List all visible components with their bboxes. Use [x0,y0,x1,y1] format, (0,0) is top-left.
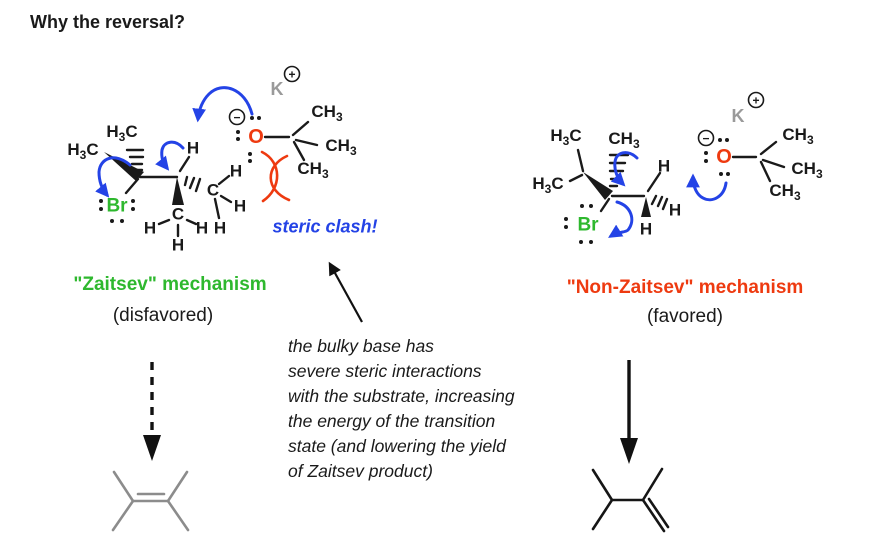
left-substrate-skeleton [104,148,233,238]
left-base-skeleton [263,120,319,162]
atom-label-ch3: CH3 [782,125,814,147]
right-potassium-plus-charge: + [747,91,765,109]
atom-label-h-right: H [668,200,682,220]
explanation-line: the energy of the transition [288,411,496,431]
atom-label-h: H [195,218,209,238]
right-bromine-lone-pair-dots [564,204,593,244]
page-title: Why the reversal? [30,12,186,32]
arrow-base-to-proton-right [686,173,728,202]
arrow-base-to-proton-left [192,86,254,123]
atom-label-k-right: K [731,106,745,126]
atom-label-k-left: K [270,79,284,99]
explanation-text: the bulky base has severe steric interac… [288,334,515,484]
svg-text:+: + [752,94,759,108]
non-zaitsev-product-structure [591,467,670,533]
non-zaitsev-favorability-label: (favored) [646,306,724,327]
zaitsev-mechanism-label: "Zaitsev" mechanism [73,274,267,295]
explanation-line: of Zaitsev product) [288,461,433,481]
right-alkoxide-lone-pair-dots [704,138,730,176]
atom-label-h: H [213,218,227,238]
atom-label-h3c-left-top: H3C [106,122,138,144]
atom-label-o-left: O [248,126,264,148]
atom-label-ch3: CH3 [791,159,823,181]
explanation-line: with the substrate, increasing [288,386,515,406]
explanation-line: state (and lowering the yield [288,436,506,456]
atom-label-h: H [229,161,243,181]
zaitsev-favorability-label: (disfavored) [112,305,214,326]
arrow-cbr-bond-to-bromide-right [608,200,634,238]
atom-label-h3c-right-side: H3C [532,174,564,196]
atom-label-br-right: Br [577,214,599,236]
atom-label-ch3: CH3 [311,102,343,124]
arrow-ch-bond-to-pi-bond-right [610,151,639,187]
left-alkoxide-minus-charge: − [228,108,246,126]
left-bromine-lone-pair-dots [99,199,135,223]
atom-label-h3c-right-top: H3C [550,126,582,148]
non-zaitsev-mechanism-label: "Non-Zaitsev" mechanism [566,277,804,298]
atom-label-h-right: H [639,219,653,239]
atom-label-h-right: H [657,156,671,176]
svg-text:−: − [702,132,709,146]
atom-label-ch3: CH3 [325,136,357,158]
atom-label-ch3: CH3 [297,159,329,181]
atom-label-h: H [233,196,247,216]
atom-label-c-methyl-bottom: C [171,204,185,224]
arrow-cbr-bond-to-bromide-left [95,156,132,198]
left-dashed-reaction-arrow [143,362,161,461]
svg-text:−: − [233,111,240,125]
left-potassium-plus-charge: + [283,65,301,83]
steric-clash-label: steric clash! [272,216,378,237]
right-alkoxide-minus-charge: − [697,129,715,147]
right-substrate-skeleton [568,148,669,217]
atom-label-c-methyl-right: C [206,180,220,200]
atom-label-h: H [171,235,185,255]
atom-label-br-left: Br [106,195,128,217]
atom-label-ch3-right-top: CH3 [608,129,640,151]
svg-text:+: + [288,68,295,82]
atom-label-ch3: CH3 [769,181,801,203]
steric-clash-mark [260,150,291,203]
explanation-line: severe steric interactions [288,361,482,381]
left-alkoxide-lone-pair-dots [236,116,261,163]
right-reaction-arrow [620,360,638,464]
explanation-line: the bulky base has [288,336,434,356]
right-base-skeleton [731,140,786,183]
atom-label-h-beta-left: H [186,138,200,158]
atom-label-o-right: O [716,146,732,168]
pointer-arrow-to-clash [328,261,363,323]
atom-label-h3c-left-side: H3C [67,140,99,162]
atom-label-h: H [143,218,157,238]
arrow-ch-bond-to-pi-bond-left [155,140,185,171]
zaitsev-product-structure [111,470,190,532]
